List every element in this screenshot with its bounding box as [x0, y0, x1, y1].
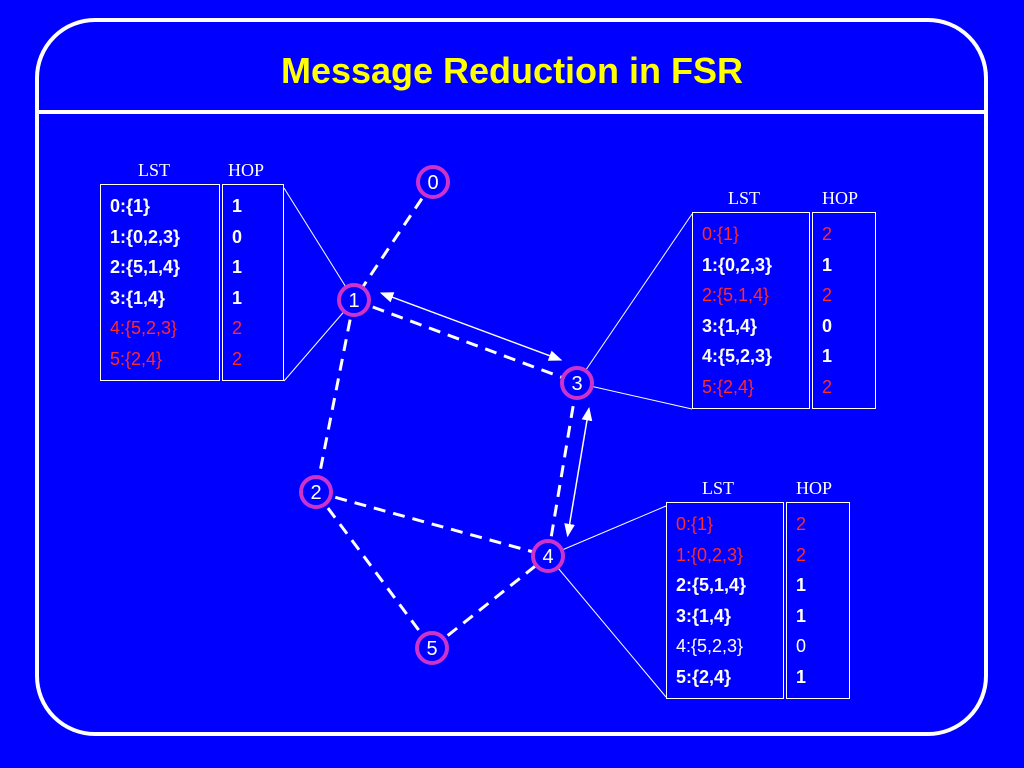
- node-0: 0: [416, 165, 450, 199]
- hop-cell: 1: [232, 196, 243, 216]
- lst-cell: 4:{5,2,3}: [702, 346, 773, 366]
- lst-cell: 3:{1,4}: [702, 315, 758, 336]
- node-3: 3: [560, 366, 594, 400]
- hop-cell: 0: [232, 226, 243, 247]
- lst-cell: 3:{1,4}: [110, 287, 166, 308]
- callout-line: [576, 213, 693, 384]
- node-2: 2: [299, 475, 333, 509]
- hop-header: HOP: [228, 160, 265, 180]
- link-5-4: [431, 554, 549, 650]
- links: [314, 181, 579, 650]
- lst-cell: 0:{1}: [676, 514, 714, 534]
- hop-cell: 1: [796, 666, 807, 687]
- lst-column: 0:{1} 1:{0,2,3} 2:{5,1,4} 3:{1,4} 4:{5,2,3} 5…: [692, 212, 810, 409]
- lst-cell: 5:{2,4}: [676, 666, 732, 687]
- lst-cell: 0:{1}: [110, 196, 151, 216]
- node-label: 2: [310, 482, 321, 504]
- hop-cell: 2: [796, 514, 807, 534]
- link-1-3: [353, 298, 578, 385]
- lst-cell: 5:{2,4}: [110, 348, 163, 369]
- node-label: 1: [348, 290, 359, 312]
- link-2-5: [314, 491, 434, 649]
- lst-cell: 3:{1,4}: [676, 605, 732, 626]
- hop-column: 2 2 1 1 0 1: [786, 502, 850, 699]
- lst-cell: 1:{0,2,3}: [110, 226, 181, 247]
- lst-column: 0:{1} 1:{0,2,3} 2:{5,1,4} 3:{1,4} 4:{5,2,3} 5…: [100, 184, 220, 381]
- lst-cell: 1:{0,2,3}: [676, 544, 744, 565]
- lst-cell: 4:{5,2,3}: [676, 636, 744, 656]
- callout-line: [283, 187, 355, 301]
- slide-title: Message Reduction in FSR: [280, 50, 744, 91]
- node-circle: [415, 631, 449, 665]
- hop-cell: 2: [822, 285, 833, 305]
- node-4: 4: [531, 539, 565, 573]
- node-circle: [299, 475, 333, 509]
- link-4-3: [546, 382, 579, 557]
- callout-line: [283, 299, 355, 382]
- hop-column: 2 1 2 0 1 2: [812, 212, 876, 409]
- hop-cell: 1: [232, 257, 243, 277]
- hop-column: 1 0 1 1 2 2: [222, 184, 284, 381]
- message-arrow-3-4: [564, 406, 593, 538]
- link-2-4: [315, 490, 549, 558]
- hop-cell: 1: [822, 346, 833, 366]
- hop-cell: 2: [796, 544, 807, 565]
- callout-lines: [283, 187, 693, 698]
- hop-cell: 1: [796, 605, 807, 626]
- lst-cell: 2:{5,1,4}: [676, 575, 747, 595]
- hop-cell: 1: [232, 287, 243, 308]
- node-1: 1: [337, 283, 371, 317]
- lst-header: LST: [138, 160, 171, 180]
- hop-cell: 0: [822, 315, 833, 336]
- lst-cell: 1:{0,2,3}: [702, 254, 773, 275]
- lst-header: LST: [728, 188, 761, 208]
- lst-cell: 5:{2,4}: [702, 376, 755, 397]
- message-arrow-1-3: [379, 292, 563, 361]
- link-0-1: [352, 181, 435, 301]
- nodes: 0 1 2 3 4 5: [299, 165, 594, 665]
- node-label: 5: [426, 638, 437, 660]
- node-5: 5: [415, 631, 449, 665]
- link-1-2: [314, 299, 356, 493]
- hop-cell: 2: [822, 376, 833, 397]
- hop-cell: 2: [232, 348, 243, 369]
- lst-cell: 4:{5,2,3}: [110, 318, 178, 338]
- callout-line: [547, 505, 667, 557]
- lst-header: LST: [702, 478, 735, 498]
- hop-cell: 2: [232, 318, 243, 338]
- callout-line: [576, 382, 693, 410]
- node-label: 4: [542, 546, 553, 568]
- node-circle: [416, 165, 450, 199]
- node-circle: [337, 283, 371, 317]
- node-label: 3: [571, 373, 582, 395]
- lst-cell: 2:{5,1,4}: [702, 285, 770, 305]
- hop-header: HOP: [822, 188, 859, 208]
- hop-cell: 2: [822, 224, 833, 244]
- node-label: 0: [427, 172, 438, 194]
- node-circle: [560, 366, 594, 400]
- hop-cell: 0: [796, 636, 807, 656]
- hop-cell: 1: [822, 254, 833, 275]
- message-arrows: [379, 292, 593, 538]
- callout-line: [547, 555, 667, 698]
- hop-cell: 1: [796, 575, 807, 595]
- hop-header: HOP: [796, 478, 833, 498]
- slide-frame: [35, 18, 988, 736]
- lst-cell: 0:{1}: [702, 224, 740, 244]
- lst-cell: 2:{5,1,4}: [110, 257, 181, 277]
- lst-column: 0:{1} 1:{0,2,3} 2:{5,1,4} 3:{1,4} 4:{5,2,3} 5…: [666, 502, 784, 699]
- title-divider: [37, 110, 986, 114]
- node-circle: [531, 539, 565, 573]
